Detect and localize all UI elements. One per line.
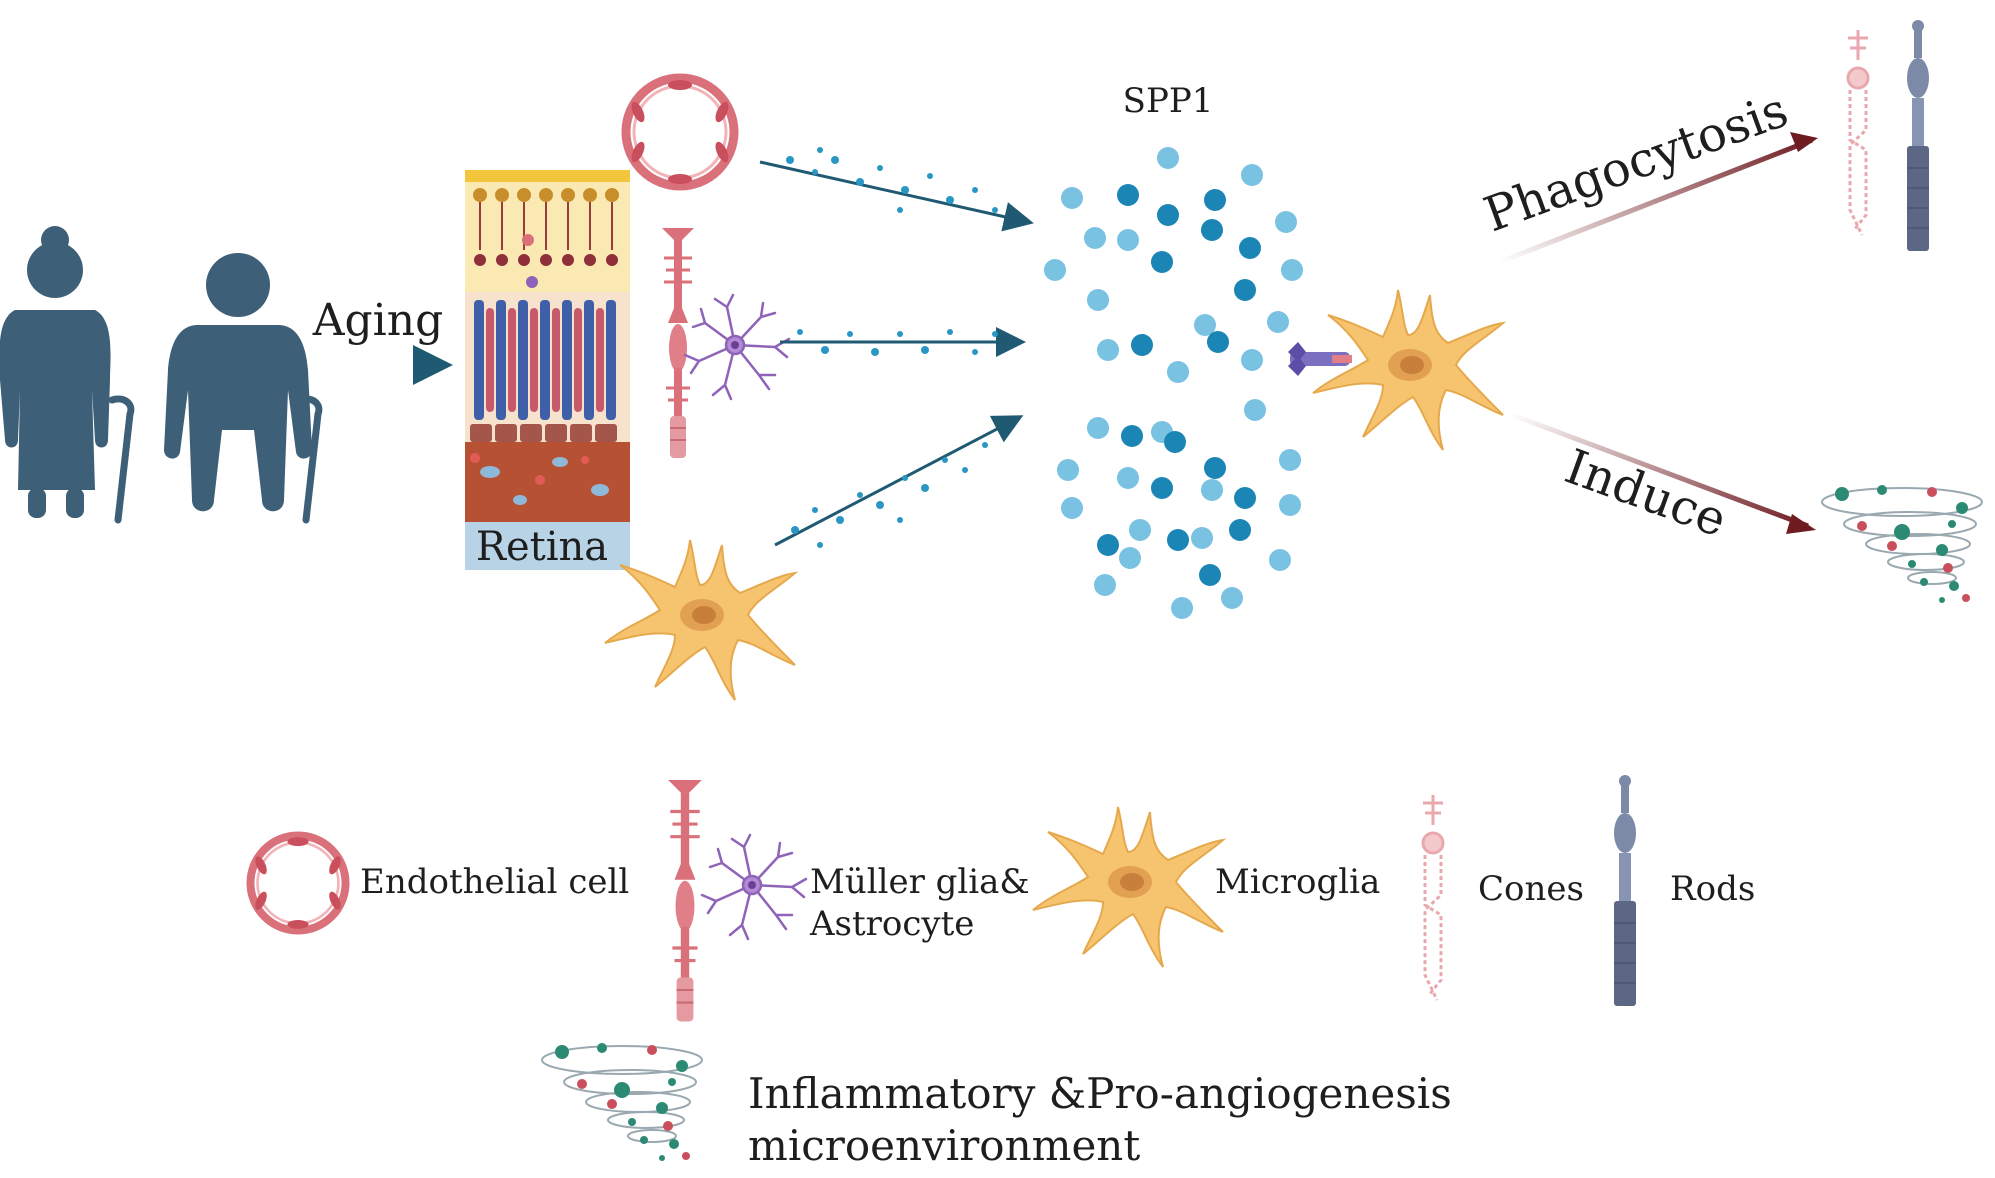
- spp1-molecule-cloud: [1044, 147, 1303, 619]
- receptor-icon: [1288, 342, 1352, 376]
- legend: Endothelial cell Müller glia& Astrocyte …: [250, 774, 1755, 1170]
- legend-endothelial-icon: [250, 835, 345, 930]
- legend-cone-icon: [1421, 793, 1445, 1002]
- secretion-arrow-microglia: [774, 415, 1024, 547]
- legend-muller-label-line1: Müller glia&: [810, 862, 1030, 902]
- induce-label: Induce: [1558, 439, 1734, 549]
- legend-muller-label-line2: Astrocyte: [809, 904, 974, 944]
- muller-glia-icon: [660, 226, 696, 460]
- cone-target-icon: [1846, 28, 1870, 237]
- secretion-dots: [786, 147, 998, 548]
- legend-rod-icon: [1613, 774, 1637, 1007]
- legend-microenvironment-icon: [541, 1042, 703, 1162]
- phagocytosis-label: Phagocytosis: [1477, 82, 1795, 243]
- microenvironment-target-icon: [1821, 484, 1983, 604]
- microglia-source-icon: [604, 539, 796, 701]
- endothelial-cell-icon: [626, 78, 734, 186]
- aging-label: Aging: [312, 295, 444, 346]
- spp1-label: SPP1: [1123, 81, 1214, 121]
- target-microglia-icon: [1312, 289, 1504, 451]
- legend-microglia-label: Microglia: [1215, 862, 1380, 902]
- elderly-woman-icon: [0, 226, 135, 524]
- phagocytosis-arrow: [1499, 137, 1813, 265]
- secretion-arrow-endothelial: [759, 160, 1034, 232]
- elderly-man-icon: [164, 253, 323, 524]
- legend-cones-label: Cones: [1478, 869, 1584, 909]
- rod-target-icon: [1906, 19, 1930, 252]
- retina-layers-illustration: [465, 170, 630, 570]
- legend-endothelial-label: Endothelial cell: [360, 862, 629, 902]
- legend-rods-label: Rods: [1670, 869, 1755, 909]
- legend-astrocyte-icon: [700, 833, 808, 941]
- induce-arrow: [1509, 411, 1809, 529]
- legend-microenvironment-line1: Inflammatory &Pro-angiogenesis: [748, 1069, 1452, 1118]
- legend-muller-icon: [666, 778, 704, 1024]
- legend-microglia-icon: [1032, 806, 1224, 968]
- legend-microenvironment-line2: microenvironment: [748, 1121, 1140, 1170]
- retina-label: Retina: [476, 524, 608, 570]
- astrocyte-icon: [683, 293, 791, 401]
